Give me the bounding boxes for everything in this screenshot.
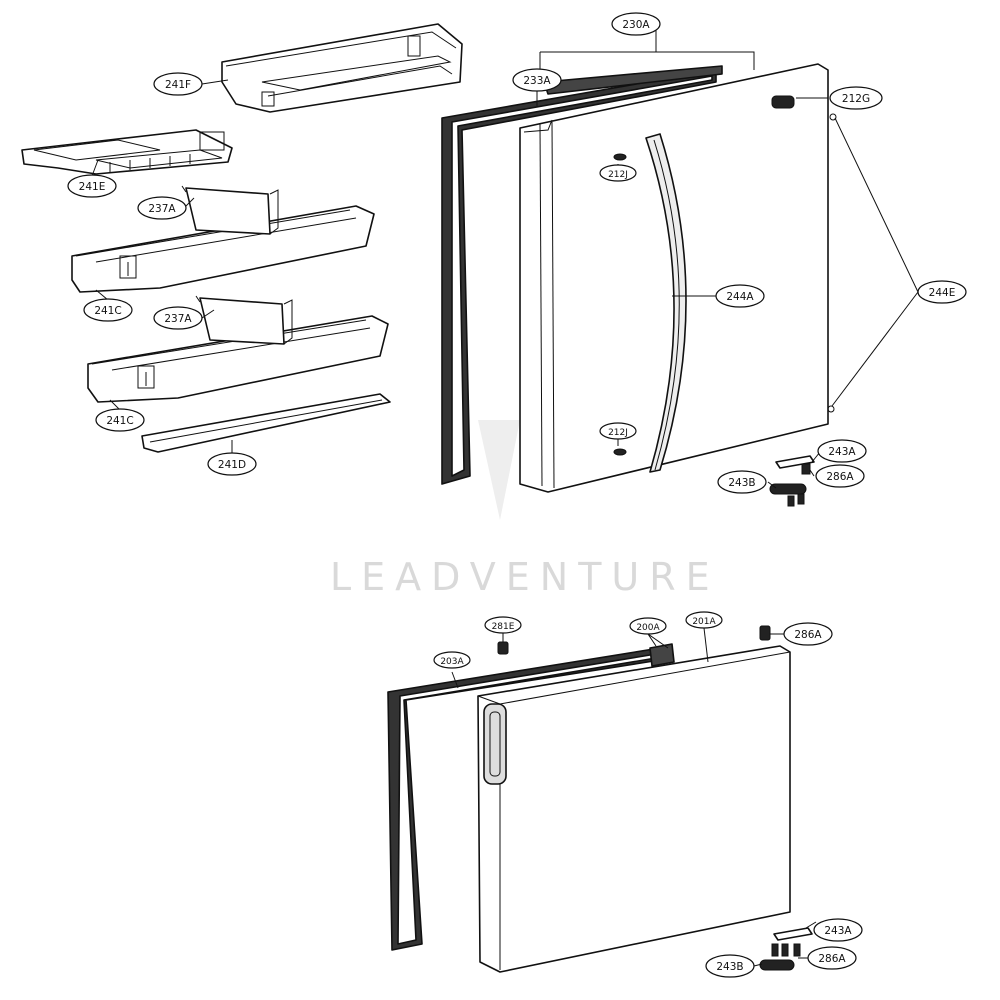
part-281e [497, 641, 509, 655]
svg-text:203A: 203A [440, 657, 464, 667]
label-243a-upper: 243A [817, 439, 867, 463]
label-203a: 203A [433, 651, 471, 669]
svg-text:241C: 241C [106, 415, 133, 427]
label-281e: 281E [484, 616, 522, 634]
label-243a-lower: 243A [813, 918, 863, 942]
svg-text:237A: 237A [164, 313, 192, 325]
svg-text:243A: 243A [824, 925, 852, 937]
part-bin-241c-upper [71, 185, 375, 293]
part-286a-lower-top [759, 625, 771, 641]
label-286a-lower-top: 286A [783, 622, 833, 646]
svg-text:230A: 230A [622, 19, 650, 31]
label-286a-lower: 286A [807, 946, 857, 970]
svg-text:237A: 237A [148, 203, 176, 215]
svg-text:243B: 243B [728, 477, 755, 489]
svg-text:212J: 212J [608, 428, 628, 438]
svg-text:241F: 241F [165, 79, 191, 91]
label-241c-lower: 241C [95, 408, 145, 432]
svg-text:200A: 200A [636, 623, 660, 633]
label-212g: 212G [829, 86, 883, 110]
svg-text:241C: 241C [94, 305, 121, 317]
svg-text:244E: 244E [929, 287, 956, 299]
svg-text:286A: 286A [818, 953, 846, 965]
label-244a: 244A [715, 284, 765, 308]
watermark-text: LEADVENTURE [330, 555, 720, 599]
part-bin-241f [221, 23, 463, 113]
part-screw-212j-upper [613, 153, 627, 161]
part-lower-door [477, 643, 791, 973]
label-200a: 200A [629, 617, 667, 635]
svg-text:241E: 241E [79, 181, 106, 193]
svg-text:243A: 243A [828, 446, 856, 458]
label-286a-upper: 286A [815, 464, 865, 488]
label-230a: 230A [611, 12, 661, 36]
label-243b-upper: 243B [717, 470, 767, 494]
part-hinge-243b-upper [769, 483, 807, 507]
svg-text:241D: 241D [218, 459, 246, 471]
label-244e: 244E [917, 280, 967, 304]
svg-text:281E: 281E [492, 622, 515, 632]
label-241e: 241E [67, 174, 117, 198]
part-upper-door [519, 63, 829, 493]
watermark: LEADVENTURE [330, 420, 720, 599]
label-237a-lower: 237A [153, 306, 203, 330]
part-hinge-243a-lower [773, 927, 813, 941]
part-hinge-243b-lower [759, 943, 801, 971]
label-237a-upper: 237A [137, 196, 187, 220]
part-tray-241e [21, 129, 233, 175]
label-212j-upper: 212J [599, 164, 637, 182]
label-241c-upper: 241C [83, 298, 133, 322]
svg-text:212G: 212G [842, 93, 870, 105]
part-screw-212j-lower [613, 448, 627, 456]
svg-text:233A: 233A [523, 75, 551, 87]
svg-text:212J: 212J [608, 170, 628, 180]
part-trim-241d [141, 393, 391, 453]
label-212j-lower: 212J [599, 422, 637, 440]
svg-text:286A: 286A [826, 471, 854, 483]
label-241d: 241D [207, 452, 257, 476]
part-bin-241c-lower [87, 295, 389, 403]
label-243b-lower: 243B [705, 954, 755, 978]
svg-text:286A: 286A [794, 629, 822, 641]
label-201a: 201A [685, 611, 723, 629]
svg-text:244A: 244A [726, 291, 754, 303]
label-241f: 241F [153, 72, 203, 96]
svg-text:243B: 243B [716, 961, 743, 973]
part-screws-244e [827, 113, 837, 413]
svg-text:201A: 201A [692, 617, 716, 627]
part-hinge-243a-upper [775, 455, 815, 475]
label-233a: 233A [512, 68, 562, 92]
